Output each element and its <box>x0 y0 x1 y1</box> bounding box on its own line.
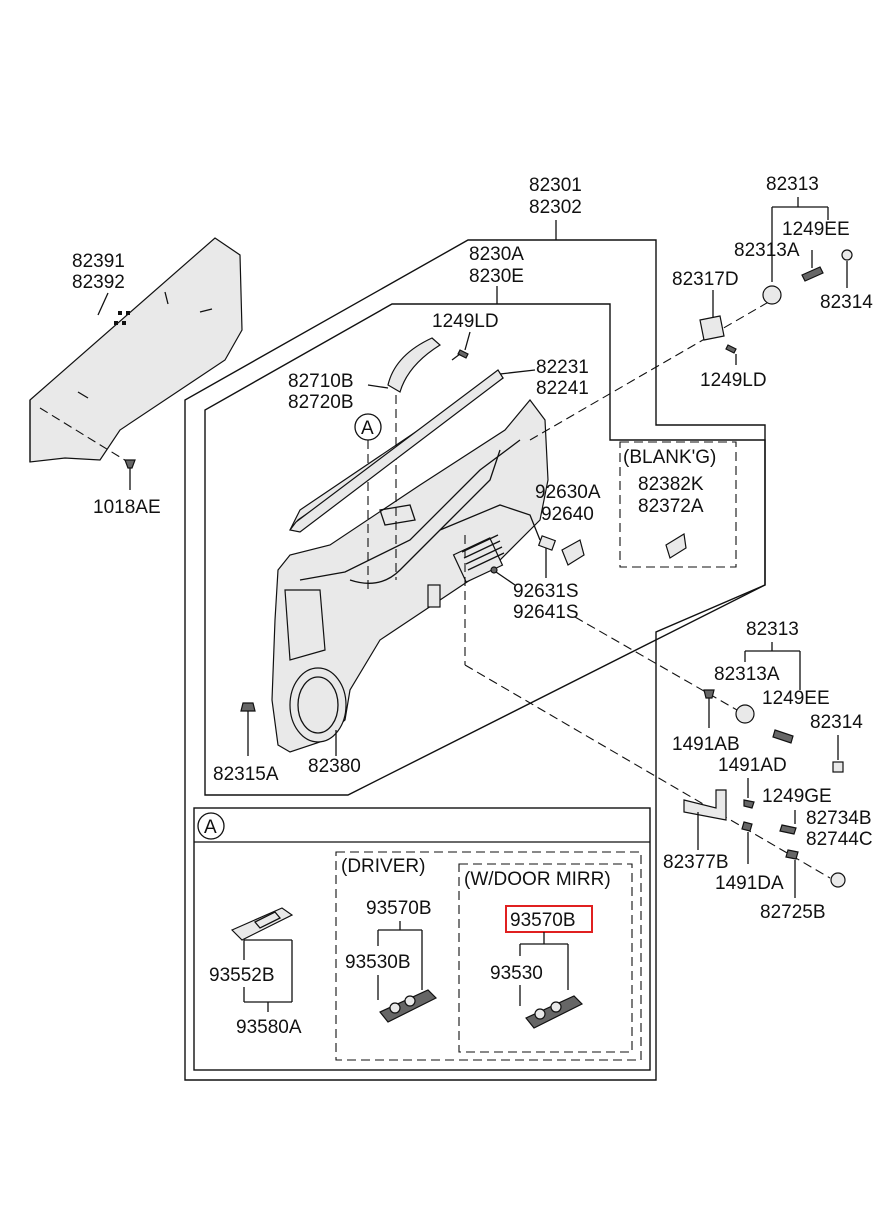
label-clip-left: 1018AE <box>93 497 161 518</box>
label-bolt-top-handle: 1249LD <box>432 311 499 332</box>
label-screw-top-right: 1249EE <box>782 219 850 240</box>
label-bolt-top-right: 1249LD <box>700 370 767 391</box>
label-mirror-switch-1[interactable]: 93570B <box>510 910 576 931</box>
door-pocket <box>284 589 326 661</box>
bracket-top-icon <box>699 315 725 341</box>
cap-lower-icon <box>830 872 846 888</box>
label-grip-1: 82710B <box>288 371 354 392</box>
bolt-lower-icon <box>785 849 799 860</box>
door-mirror-group-title: (W/DOOR MIRR) <box>464 869 611 890</box>
label-pull-top-sub: 82313A <box>734 240 800 261</box>
label-screw-bracket: 1249GE <box>762 786 832 807</box>
label-bracket-lower-2: 82744C <box>806 829 873 850</box>
label-speaker-grille: 82380 <box>308 756 361 777</box>
label-blank-2: 82372A <box>638 496 704 517</box>
ref-a-callout-label: A <box>361 418 374 439</box>
blank-cover-icon <box>665 533 687 559</box>
driver-group-box <box>335 851 642 1061</box>
bolt-top-handle-icon <box>457 349 469 359</box>
cover-lamp-icon <box>561 539 585 566</box>
label-mirror-switch-2: 93530 <box>490 963 543 984</box>
label-bracket-lower-1: 82734B <box>806 808 872 829</box>
door-mirror-group-box <box>458 863 633 1053</box>
label-panel-1: 8230A <box>469 244 524 265</box>
clip-mid-icon <box>703 689 715 699</box>
label-weatherstrip-1: 82231 <box>536 357 589 378</box>
label-cover-top-1: 92630A <box>535 482 601 503</box>
label-switch-left-2: 93580A <box>236 1017 302 1038</box>
label-cap-top-right: 82314 <box>820 292 873 313</box>
label-clip-mid2: 1491AD <box>718 755 787 776</box>
label-assembly-main-2: 82302 <box>529 197 582 218</box>
blank-group-title: (BLANK'G) <box>623 447 716 468</box>
label-pull-top-group: 82313 <box>766 174 819 195</box>
clip-mid2-icon <box>743 799 755 809</box>
label-cap-lower: 82725B <box>760 902 826 923</box>
insulation-pad <box>29 237 243 463</box>
detail-a-title: A <box>204 817 217 838</box>
label-fastener-panel-bottom: 82315A <box>213 764 279 785</box>
label-cover-top-2: 92640 <box>541 504 594 525</box>
switch-left-icon <box>230 907 294 941</box>
cap-mid-right-icon <box>832 761 844 773</box>
clip-lower-icon <box>741 821 753 832</box>
bolt-top-right-icon <box>725 344 737 354</box>
screw-mid-right-icon <box>772 729 794 744</box>
clip-left-icon <box>124 459 136 469</box>
label-clip-mid: 1491AB <box>672 734 740 755</box>
screw-bracket-icon <box>779 824 797 835</box>
label-pad-2: 82392 <box>72 272 125 293</box>
screw-top-right-icon <box>801 266 824 282</box>
assembly-frame <box>184 239 766 1081</box>
highlight-box[interactable] <box>505 905 593 933</box>
label-screw-mid-right: 1249EE <box>762 688 830 709</box>
label-weatherstrip-2: 82241 <box>536 378 589 399</box>
detail-a-box <box>193 807 651 1071</box>
label-lamp-lower-1: 92631S <box>513 581 579 602</box>
label-driver-switch-1: 93570B <box>366 898 432 919</box>
label-switch-left-1: 93552B <box>209 965 275 986</box>
label-pull-mid-sub: 82313A <box>714 664 780 685</box>
speaker-grille-icon <box>289 667 347 743</box>
driver-group-title: (DRIVER) <box>341 856 425 877</box>
label-cap-mid-right: 82314 <box>810 712 863 733</box>
label-grip-2: 82720B <box>288 392 354 413</box>
bracket-main-icon <box>683 789 727 821</box>
label-clip-lower: 1491DA <box>715 873 784 894</box>
label-blank-1: 82382K <box>638 474 704 495</box>
cap-top-right-icon <box>841 249 853 261</box>
panel-frame <box>204 303 766 796</box>
blank-group-box <box>619 441 737 568</box>
pull-cup-top-icon <box>762 285 782 305</box>
pull-cup-mid-icon <box>735 704 755 724</box>
label-assembly-main-1: 82301 <box>529 175 582 196</box>
label-bracket-main: 82377B <box>663 852 729 873</box>
label-driver-switch-2: 93530B <box>345 952 411 973</box>
label-panel-2: 8230E <box>469 266 524 287</box>
grip-handle-icon <box>387 337 442 393</box>
label-pad-1: 82391 <box>72 251 125 272</box>
label-bracket-top: 82317D <box>672 269 739 290</box>
fastener-panel-bottom-icon <box>240 702 256 712</box>
label-pull-mid-group: 82313 <box>746 619 799 640</box>
label-lamp-lower-2: 92641S <box>513 602 579 623</box>
